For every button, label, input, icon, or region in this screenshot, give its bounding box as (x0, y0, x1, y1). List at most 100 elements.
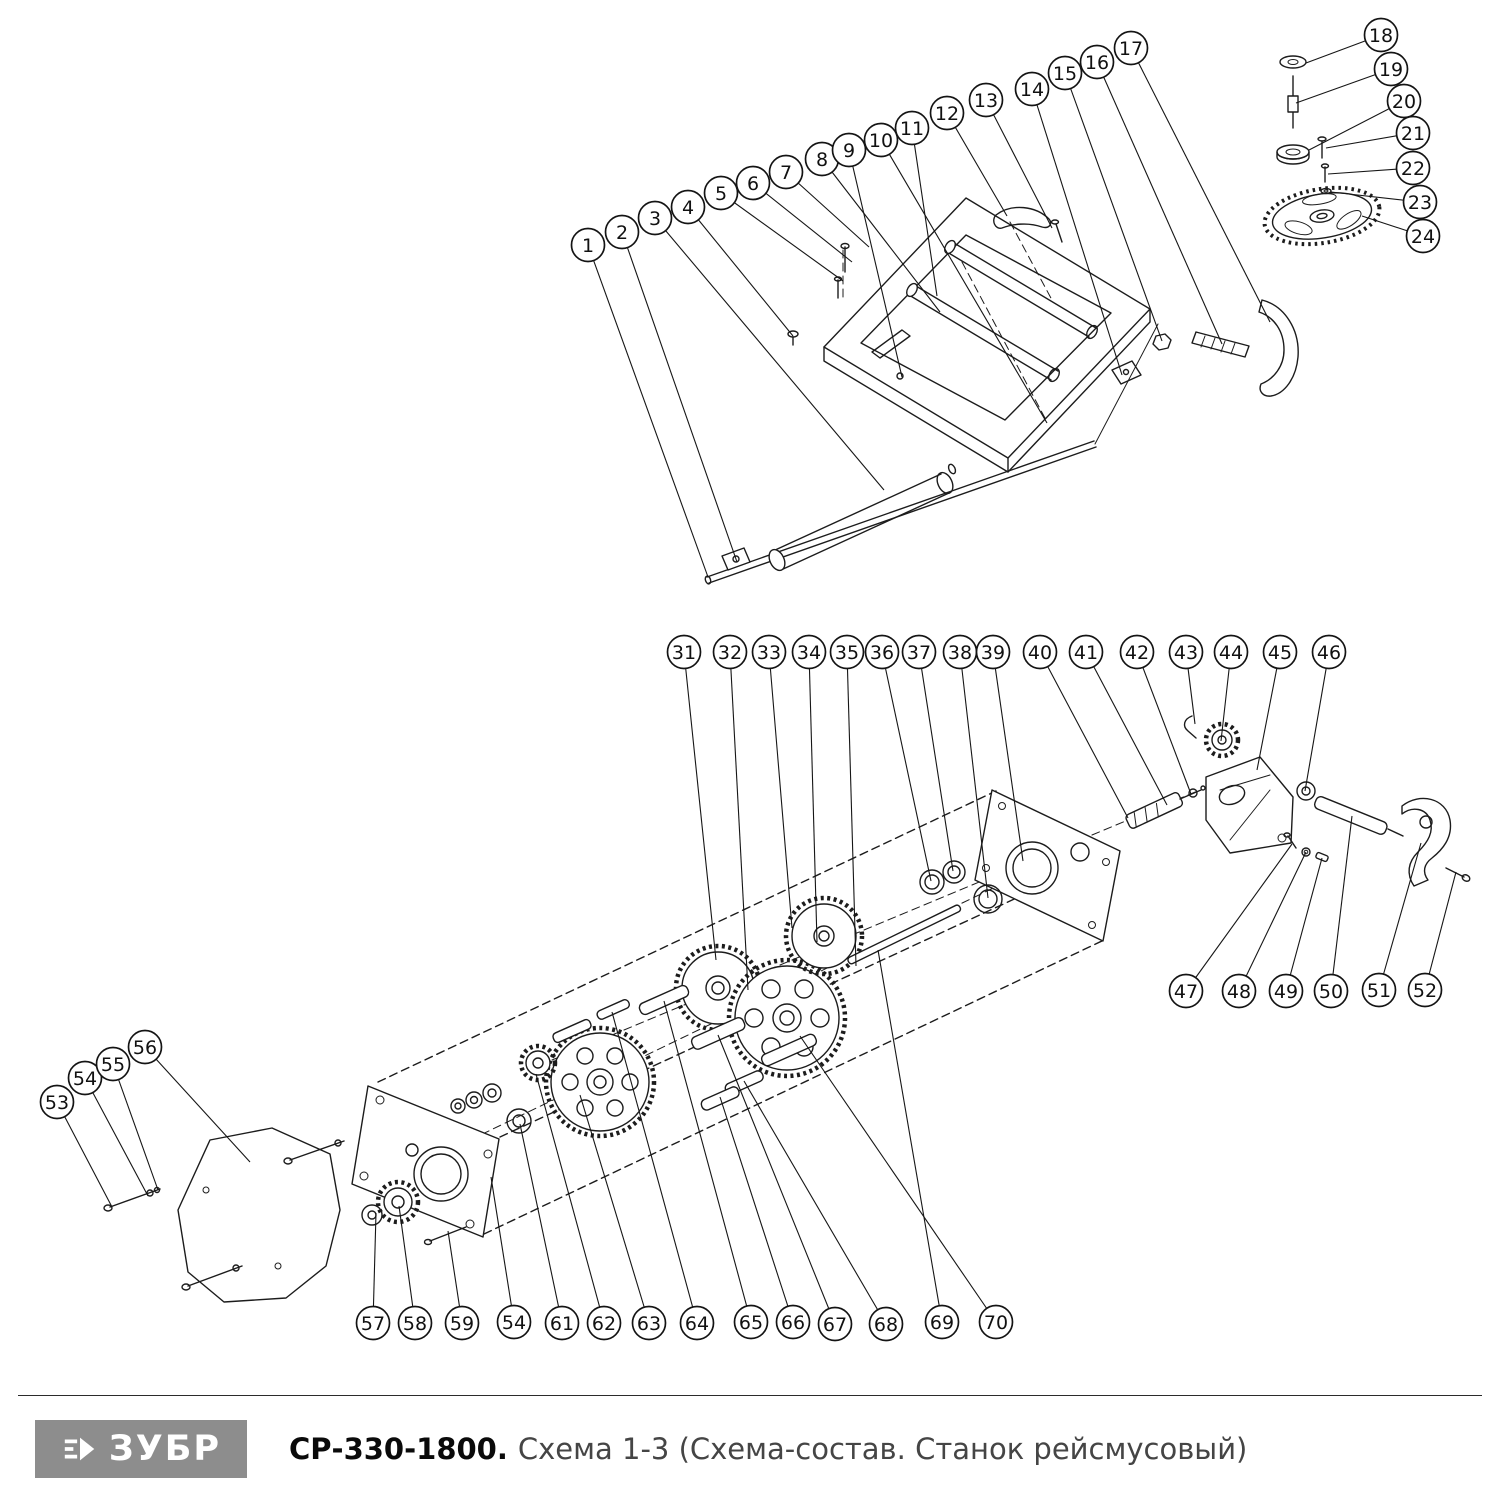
callout-44: 44 (1213, 634, 1249, 742)
callout-number: 13 (974, 90, 998, 112)
callout-53: 53 (39, 1084, 113, 1208)
callout-34: 34 (791, 634, 827, 943)
callout-number: 68 (874, 1314, 898, 1336)
callout-bubble (775, 1304, 811, 1340)
callout-4: 4 (670, 189, 794, 337)
callout-21: 21 (1325, 115, 1431, 151)
callout-number: 63 (637, 1313, 661, 1335)
callout-31: 31 (666, 634, 717, 961)
callout-number: 55 (101, 1054, 125, 1076)
callout-number: 2 (616, 222, 628, 244)
callout-bubble (868, 1306, 904, 1342)
document-title: СР-330-1800.Схема 1-3 (Схема-состав. Ста… (289, 1432, 1247, 1466)
leader-line (729, 651, 749, 991)
callout-12: 12 (929, 95, 1008, 217)
callout-66: 66 (719, 1096, 811, 1340)
callout-57: 57 (355, 1212, 391, 1341)
callout-37: 37 (901, 634, 954, 872)
callout-number: 57 (361, 1313, 385, 1335)
callout-bubble (864, 634, 900, 670)
callout-number: 8 (816, 149, 828, 171)
leader-line (1304, 651, 1330, 792)
callout-23: 23 (1330, 184, 1438, 220)
callout-bubble (863, 122, 899, 158)
callout-24: 24 (1361, 215, 1441, 254)
callout-19: 19 (1295, 51, 1409, 104)
leader-line (1308, 100, 1405, 151)
leader-line (719, 1096, 794, 1323)
callout-bubble (1168, 634, 1204, 670)
callout-bubble (496, 1304, 532, 1340)
footer-row: ЗУБР СР-330-1800.Схема 1-3 (Схема-состав… (35, 1420, 1465, 1478)
leader-line (911, 127, 938, 297)
callout-number: 14 (1020, 79, 1044, 101)
leader-line (1185, 843, 1293, 992)
callout-number: 31 (672, 642, 696, 664)
leader-line (1238, 851, 1307, 992)
callout-number: 51 (1367, 980, 1391, 1002)
callout-bubble (570, 227, 606, 263)
callout-number: 44 (1219, 642, 1243, 664)
callout-43: 43 (1168, 634, 1204, 725)
callout-number: 50 (1319, 981, 1343, 1003)
callout-bubble (1079, 44, 1115, 80)
callout-41: 41 (1068, 634, 1168, 806)
callout-number: 65 (739, 1312, 763, 1334)
callout-1: 1 (570, 227, 709, 578)
leader-line (846, 651, 857, 967)
callout-number: 19 (1379, 59, 1403, 81)
callout-48: 48 (1221, 851, 1307, 1009)
gear-train-assembly-drawing (103, 715, 1471, 1303)
callout-number: 39 (981, 642, 1005, 664)
callout-number: 48 (1227, 981, 1251, 1003)
callout-number: 58 (403, 1313, 427, 1335)
leader-line (959, 651, 989, 899)
leader-line (1256, 651, 1281, 771)
leader-line (687, 206, 794, 337)
callout-number: 46 (1317, 642, 1341, 664)
leader-line (654, 217, 885, 491)
callout-number: 32 (718, 642, 742, 664)
callout-number: 70 (984, 1312, 1008, 1334)
leader-line (821, 158, 941, 313)
leader-line (946, 112, 1008, 217)
leader-line (611, 1011, 698, 1324)
callout-16: 16 (1079, 44, 1223, 345)
leader-line (84, 1077, 149, 1197)
callout-bubble (355, 1305, 391, 1341)
callout-bubble (1113, 30, 1149, 66)
callout-bubble (894, 110, 930, 146)
callout-59: 59 (444, 1230, 480, 1341)
callout-35: 35 (829, 634, 865, 967)
callout-number: 59 (450, 1313, 474, 1335)
callout-number: 54 (73, 1068, 97, 1090)
leader-line (1330, 815, 1353, 992)
callout-22: 22 (1327, 150, 1431, 186)
callout-number: 5 (715, 183, 727, 205)
callout-number: 16 (1085, 52, 1109, 74)
callout-42: 42 (1119, 634, 1192, 795)
callout-7: 7 (768, 154, 870, 248)
brand-name: ЗУБР (108, 1428, 222, 1469)
callout-bubble (1068, 634, 1104, 670)
leader-line (519, 1123, 563, 1324)
callout-bubble (39, 1084, 75, 1120)
callout-56: 56 (127, 1029, 251, 1163)
callout-bubble (544, 1305, 580, 1341)
zubr-arrow-icon (64, 1437, 95, 1461)
callout-number: 21 (1401, 123, 1425, 145)
callout-11: 11 (894, 110, 938, 297)
leader-line (768, 651, 793, 929)
callout-bubble (679, 1305, 715, 1341)
callout-33: 33 (751, 634, 793, 929)
leader-line (1096, 61, 1223, 345)
leader-line (985, 99, 1053, 229)
callout-50: 50 (1313, 815, 1353, 1009)
callout-bubble (1405, 218, 1441, 254)
leader-line (1085, 651, 1168, 806)
callout-number: 7 (780, 162, 792, 184)
callout-bubble (929, 95, 965, 131)
leader-line (372, 1212, 377, 1324)
